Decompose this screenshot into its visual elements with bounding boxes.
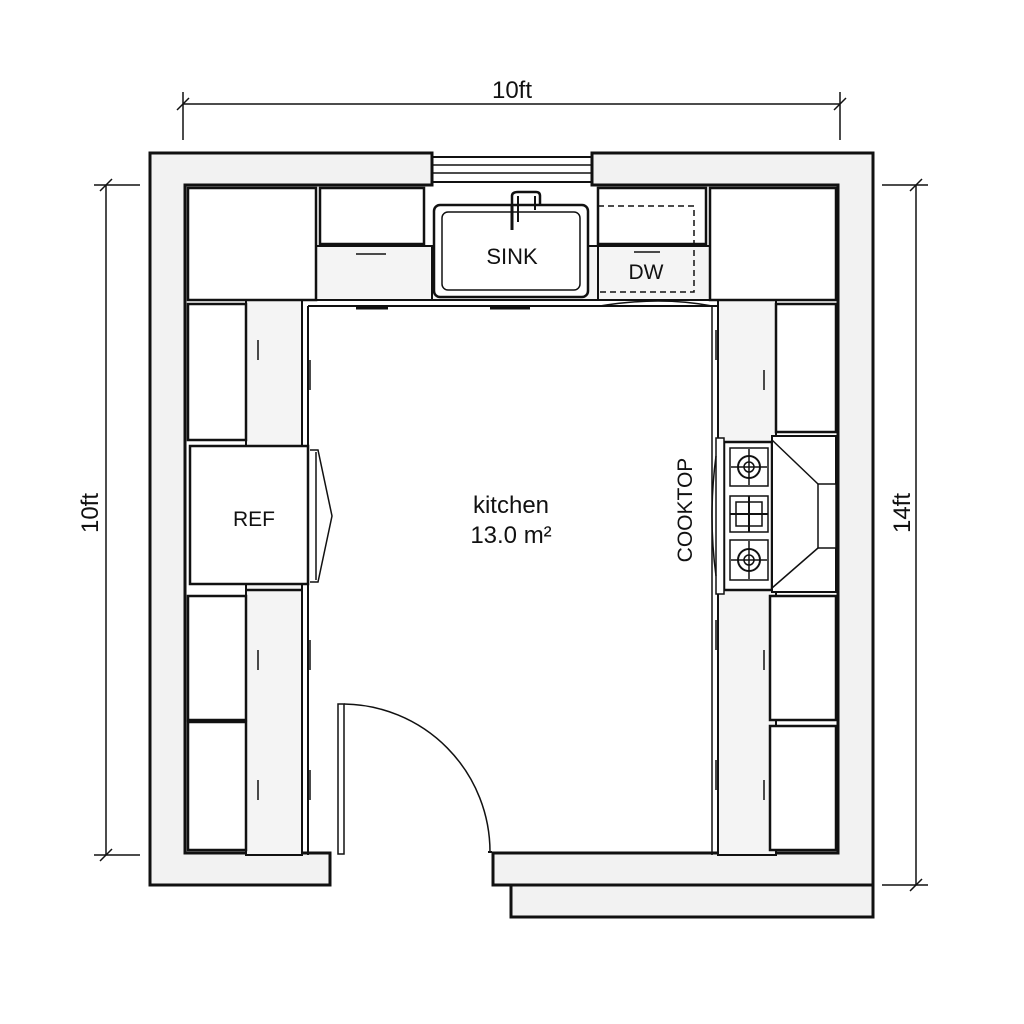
burner-icon — [729, 447, 769, 487]
cabinet — [596, 186, 708, 246]
dimension-right-label: 14ft — [889, 493, 916, 533]
faucet-icon — [510, 190, 542, 230]
dimension-right: 14ft — [882, 178, 928, 892]
door — [337, 703, 492, 855]
cooktop: COOKTOP — [674, 435, 837, 595]
cabinet — [186, 594, 248, 722]
room-name: kitchen — [473, 492, 549, 519]
sink: SINK — [432, 190, 590, 299]
room-label: kitchen 13.0 m² — [470, 492, 551, 549]
burner-icon — [729, 539, 769, 581]
burner-icon — [729, 495, 769, 533]
cabinet — [708, 186, 838, 302]
refrigerator-body — [188, 444, 310, 586]
exterior-wall — [148, 151, 434, 887]
dimension-top-label: 10ft — [492, 77, 532, 104]
cabinet — [768, 724, 838, 852]
walls — [148, 151, 875, 919]
cabinet — [318, 186, 426, 246]
exterior-wall-step — [509, 883, 875, 919]
door-swing-arc — [343, 703, 491, 853]
dishwasher-outline — [597, 205, 695, 293]
dishwasher-label: DW — [629, 261, 664, 284]
cabinet — [186, 186, 318, 302]
wall-cabinets — [186, 186, 838, 852]
exterior-wall-right — [491, 151, 875, 887]
dimension-top: 10ft — [176, 77, 847, 140]
sink-label: SINK — [486, 244, 538, 269]
cabinet — [774, 302, 838, 434]
range-hood-icon — [771, 435, 837, 593]
refrigerator-door-swing — [310, 449, 333, 583]
dishwasher: DW — [597, 205, 695, 293]
room-area: 13.0 m² — [470, 522, 551, 549]
cabinet — [186, 720, 248, 852]
dimension-left: 10ft — [77, 178, 140, 862]
dimension-left-label: 10ft — [77, 493, 104, 533]
cabinet — [186, 302, 248, 442]
refrigerator: REF — [188, 444, 333, 586]
window — [432, 156, 592, 183]
cabinet — [768, 594, 838, 722]
cooktop-label: COOKTOP — [674, 458, 697, 563]
door-leaf — [337, 703, 345, 855]
refrigerator-label: REF — [233, 508, 275, 531]
